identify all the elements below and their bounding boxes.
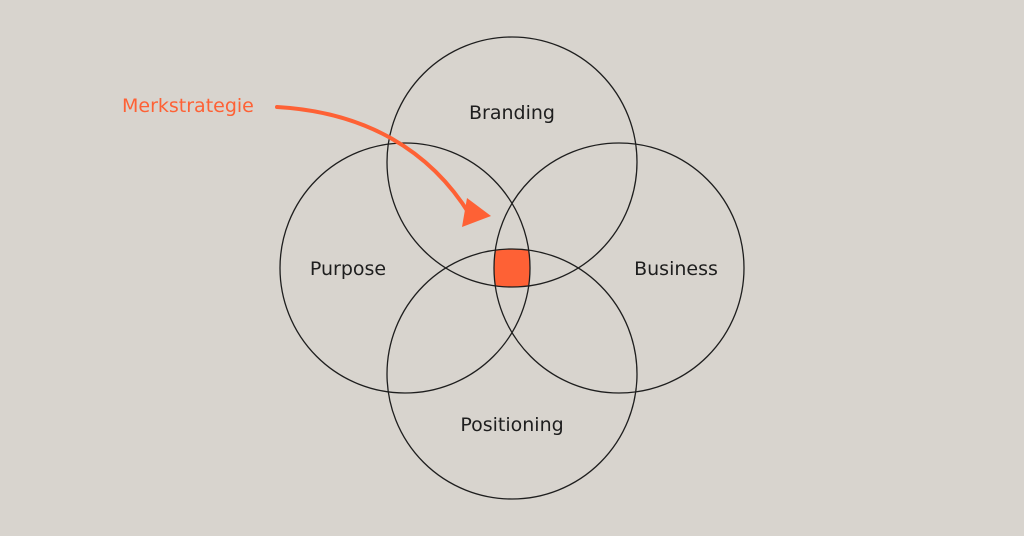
callout-label: Merkstrategie (122, 95, 254, 117)
callout-arrow (275, 105, 472, 217)
circle-branding (386, 36, 638, 288)
label-business: Business (634, 258, 718, 280)
circle-purpose (279, 142, 531, 394)
callout-arrowhead (462, 198, 491, 227)
label-positioning: Positioning (460, 414, 563, 436)
circle-positioning (386, 248, 638, 500)
circle-business (493, 142, 745, 394)
label-branding: Branding (469, 102, 555, 124)
label-purpose: Purpose (310, 258, 386, 280)
